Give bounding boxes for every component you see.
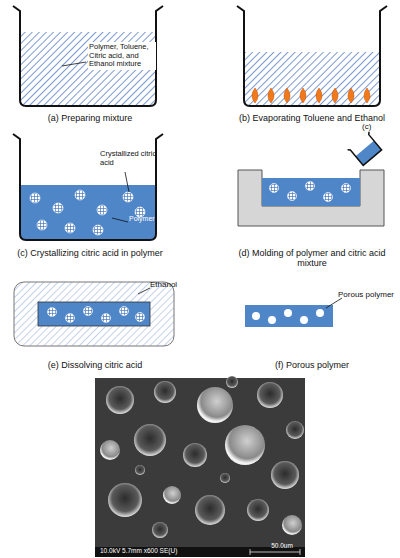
porous-strip — [245, 298, 342, 327]
step-caption: (a) Preparing mixture — [12, 113, 168, 123]
ethanol-bath — [14, 282, 174, 346]
part-label: Crystallized citric acid — [100, 150, 158, 167]
sem-info: 10.0kV 5.7mm x600 SE(U) — [100, 547, 240, 554]
step-caption: (e) Dissolving citric acid — [12, 360, 178, 370]
beaker-a — [13, 6, 163, 106]
part-label: Porous polymer — [338, 290, 398, 299]
mixture-label: Polymer, Toluene, Citric acid, and Ethan… — [88, 42, 156, 70]
part-label: Ethanol — [150, 280, 190, 289]
beaker-b — [237, 6, 387, 106]
mold — [238, 132, 384, 226]
scale-label: 50.0um — [262, 542, 302, 549]
flames — [252, 88, 370, 103]
step-caption: (f) Porous polymer — [230, 360, 394, 370]
step-caption: (b) Evaporating Toluene and Ethanol — [232, 113, 392, 123]
step-caption: (d) Molding of polymer and citric acid m… — [230, 248, 394, 269]
sem-image — [95, 376, 305, 557]
part-label: Polymer — [129, 215, 159, 223]
step-caption: (c) Crystallizing citric acid in polymer — [12, 248, 168, 258]
part-label: (c) — [362, 122, 388, 131]
beaker-c — [13, 134, 163, 240]
